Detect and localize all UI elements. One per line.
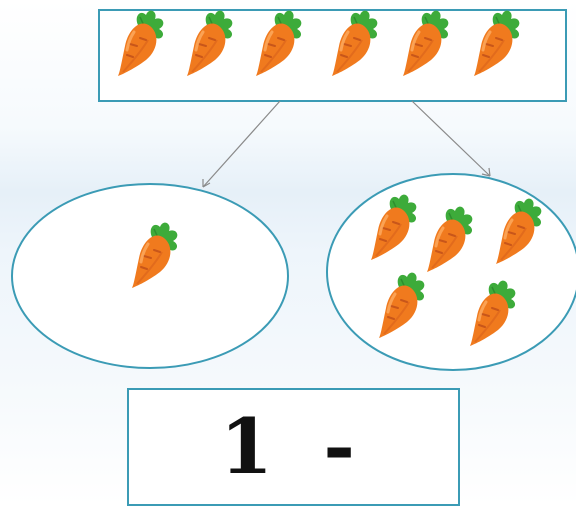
equation-box: 1 - (127, 388, 460, 506)
arrow-to-right-part (411, 100, 491, 177)
equation-text: 1 - (220, 402, 367, 491)
arrow-to-left-part (202, 100, 281, 188)
right-part-oval (326, 173, 576, 371)
